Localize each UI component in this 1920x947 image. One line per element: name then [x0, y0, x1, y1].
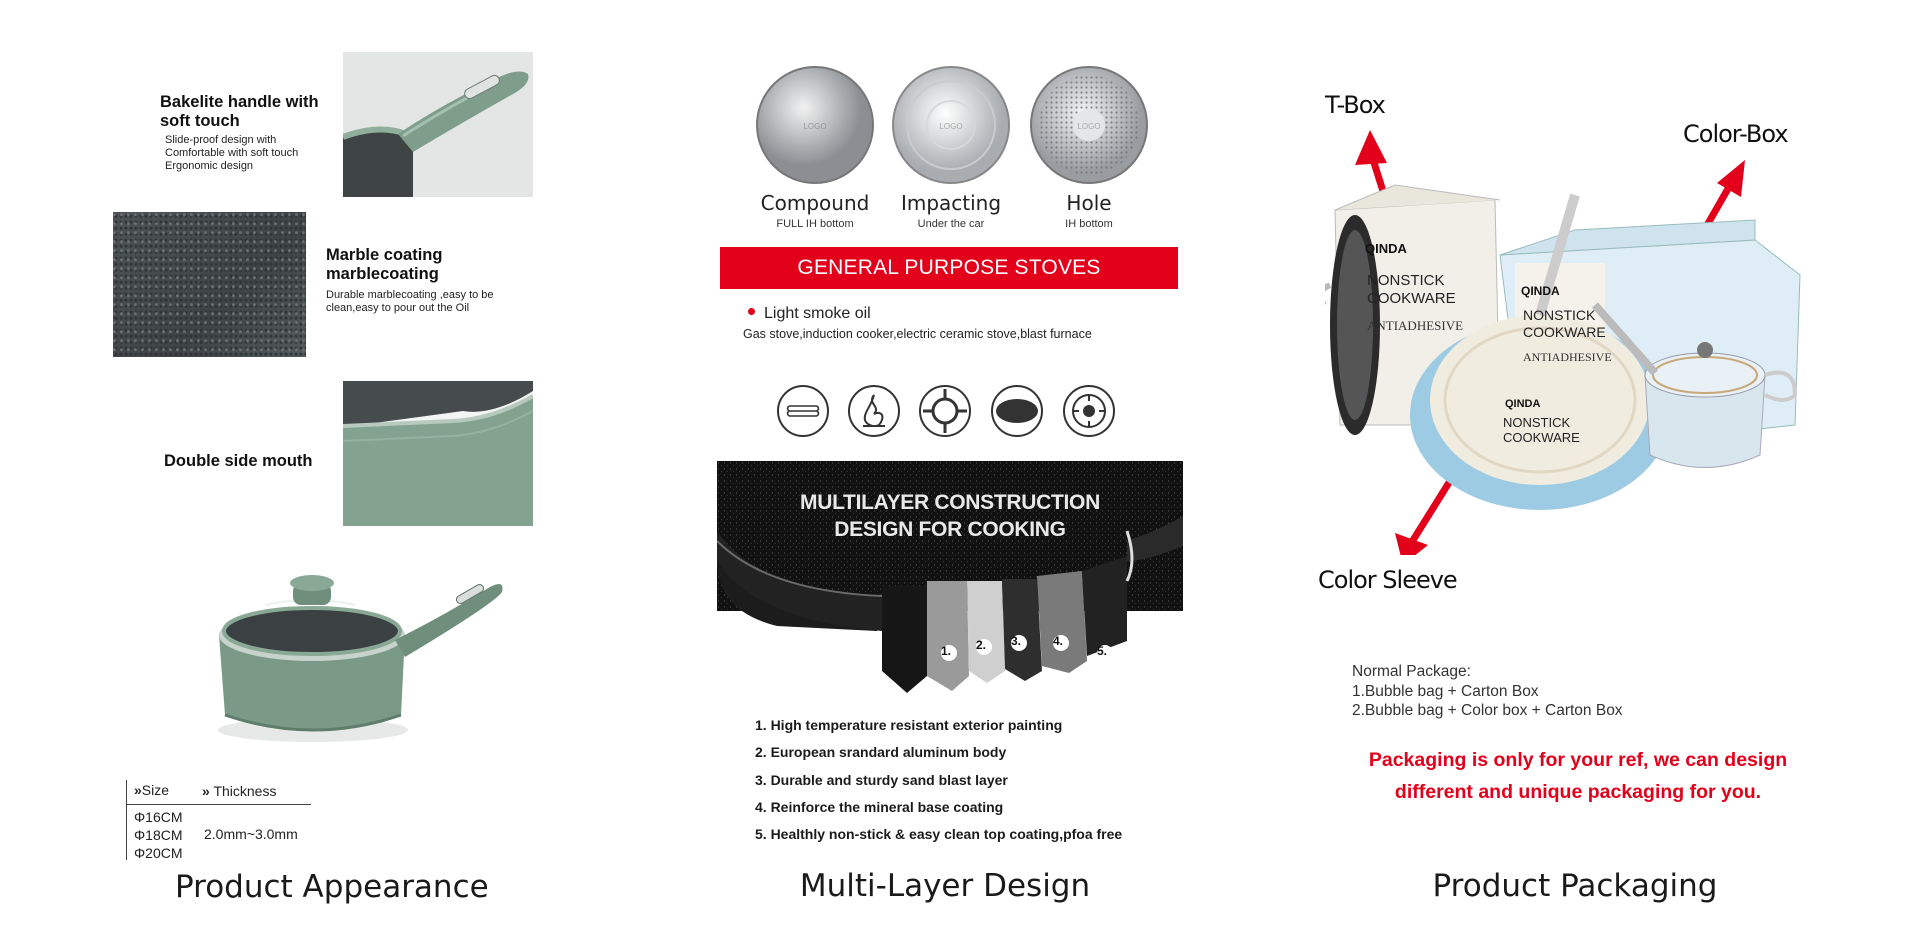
layer-item-2: 2. European srandard aluminum body [755, 744, 1007, 761]
normal-package: Normal Package: 1.Bubble bag + Carton Bo… [1352, 662, 1623, 721]
normal-package-option-2: 2.Bubble bag + Color box + Carton Box [1352, 702, 1623, 719]
colorbox-line1: NONSTICK [1523, 307, 1596, 323]
spec-thickness-header: » Thickness [202, 783, 277, 799]
normal-package-title: Normal Package: [1352, 663, 1471, 680]
disc-impacting-label: Impacting [900, 191, 1002, 215]
general-purpose-stoves-banner: GENERAL PURPOSE STOVES [720, 247, 1178, 289]
gas-burner-icon [918, 384, 972, 438]
gas-flame-icon [847, 384, 901, 438]
disc-hole-label: Hole [1066, 191, 1112, 215]
layer-list: 1. High temperature resistant exterior p… [755, 712, 1122, 848]
induction-coil-icon [776, 384, 830, 438]
multilayer-title-1: MULTILAYER CONSTRUCTION [800, 491, 1100, 514]
multilayer-title-2: DESIGN FOR COOKING [834, 518, 1066, 541]
layer-item-3: 3. Durable and sturdy sand blast layer [755, 771, 1008, 788]
feature-marble-desc-2: clean,easy to pour out the Oil [326, 302, 470, 314]
layer-item-5: 5. Healthly non-stick & easy clean top c… [755, 826, 1123, 843]
caption-product-packaging: Product Packaging [1432, 868, 1718, 904]
feature-marble-title-2: marblecoating [326, 265, 439, 283]
ceramic-plate-icon [990, 384, 1044, 438]
tbox-label: T-Box [1325, 91, 1386, 119]
disc-compound: LOGO [755, 65, 875, 190]
tbox-line2: COOKWARE [1367, 290, 1456, 307]
sleeve-brand: QINDA [1505, 398, 1541, 410]
disc-compound-sub: FULL IH bottom [776, 218, 854, 230]
tbox-line3: ANTIADHESIVE [1367, 318, 1463, 333]
disc-hole-logo: LOGO [1077, 122, 1100, 131]
layer-marker-2: 2. [976, 638, 987, 652]
sleeve-line2: COOKWARE [1503, 430, 1580, 445]
multilayer-construction-image: MULTILAYER CONSTRUCTION DESIGN FOR COOKI… [717, 461, 1183, 693]
spec-thickness-value: 2.0mm~3.0mm [204, 826, 298, 842]
disc-hole-sub: IH bottom [1065, 218, 1113, 230]
layer-marker-3: 3. [1011, 634, 1022, 648]
packaging-photo: QINDA NONSTICK COOKWARE ANTIADHESIVE QIN… [1315, 125, 1825, 565]
disc-impacting: LOGO [891, 65, 1011, 190]
handle-photo [343, 52, 533, 197]
caption-product-appearance: Product Appearance [175, 869, 489, 905]
spec-size-header: »Size [134, 782, 170, 798]
tbox-line1: NONSTICK [1367, 272, 1445, 289]
disc-impacting-sub: Under the car [917, 218, 985, 230]
colorbox-label: Color-Box [1683, 120, 1789, 148]
feature-handle-title-1: Bakelite handle with [160, 93, 319, 111]
mouth-photo [343, 381, 533, 526]
colorbox-line3: ANTIADHESIVE [1523, 350, 1612, 364]
disc-compound-label: Compound [760, 191, 870, 215]
marble-photo [113, 212, 306, 357]
color-sleeve-label: Color Sleeve [1318, 566, 1458, 594]
layer-marker-5: 5. [1097, 644, 1108, 658]
saucepan-photo [205, 565, 505, 745]
feature-marble-title-1: Marble coating [326, 246, 443, 264]
normal-package-option-1: 1.Bubble bag + Carton Box [1352, 682, 1539, 700]
spec-table: »Size » Thickness Φ16CM Φ18CM Φ20CM 2.0m… [126, 780, 311, 862]
feature-marble: Marble coating marblecoating Durable mar… [326, 246, 494, 315]
layer-item-1: 1. High temperature resistant exterior p… [755, 717, 1063, 733]
spec-size-3: Φ20CM [134, 845, 183, 861]
bullet-dot [748, 308, 755, 316]
colorbox-brand: QINDA [1521, 284, 1560, 298]
layer-marker-4: 4. [1053, 634, 1064, 648]
layer-item-4: 4. Reinforce the mineral base coating [755, 798, 1004, 815]
sleeve-line1: NONSTICK [1503, 415, 1571, 430]
feature-handle: Bakelite handle with soft touch Slide-pr… [160, 93, 319, 173]
packaging-note-line-2: different and unique packaging for you. [1394, 781, 1762, 803]
feature-handle-desc-3: Ergonomic design [165, 160, 254, 172]
feature-handle-desc-2: Comfortable with soft touch [165, 147, 299, 159]
disc-compound-logo: LOGO [803, 122, 826, 131]
feature-mouth-title: Double side mouth [164, 452, 313, 470]
packaging-note-line-1: Packaging is only for your ref, we can d… [1368, 749, 1788, 771]
colorbox-line2: COOKWARE [1523, 324, 1606, 340]
halogen-hob-icon [1062, 384, 1116, 438]
packaging-note: Packaging is only for your ref, we can d… [1338, 744, 1818, 808]
spec-size-1: Φ16CM [134, 809, 183, 825]
stove-types: Gas stove,induction cooker,electric cera… [743, 327, 1092, 341]
feature-marble-desc-1: Durable marblecoating ,easy to be [326, 289, 494, 301]
tbox-brand: QINDA [1365, 241, 1408, 256]
feature-handle-title-2: soft touch [160, 112, 240, 130]
feature-handle-desc-1: Slide-proof design with [165, 134, 277, 146]
layer-marker-1: 1. [941, 644, 952, 658]
light-smoke-oil: Light smoke oil [748, 305, 871, 323]
spec-size-2: Φ18CM [134, 827, 183, 843]
caption-multi-layer-design: Multi-Layer Design [799, 868, 1091, 904]
disc-hole: LOGO [1029, 65, 1149, 190]
disc-impacting-logo: LOGO [939, 122, 962, 131]
spec-sizes: Φ16CM Φ18CM Φ20CM [134, 808, 183, 862]
